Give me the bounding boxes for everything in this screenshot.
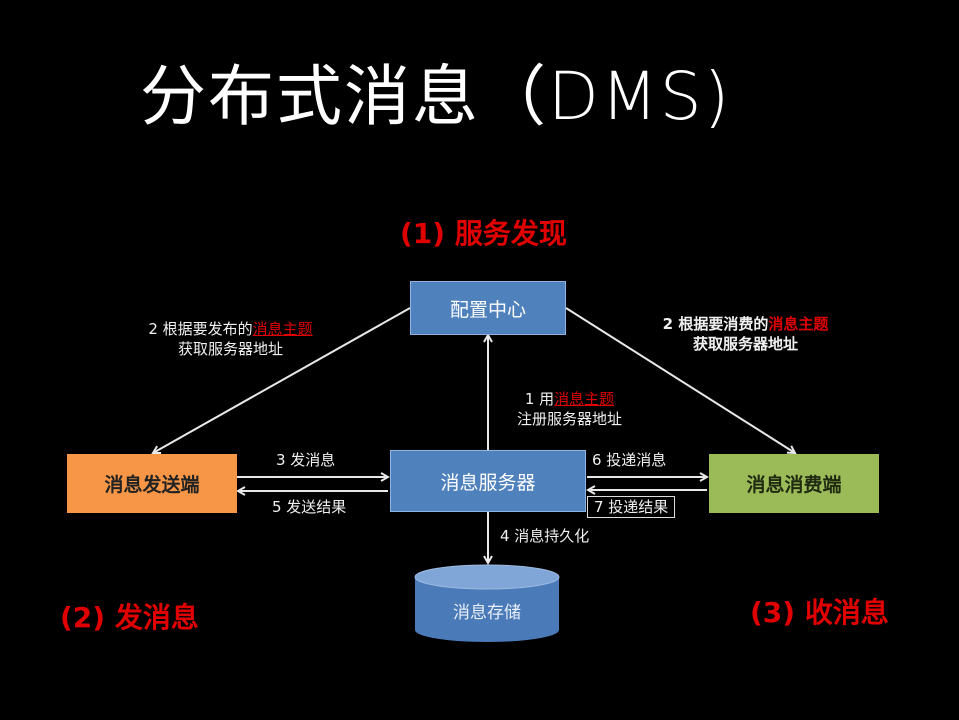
consumer-lookup-topic: 消息主题 [768,315,829,333]
node-storage-label: 消息存储 [453,602,521,623]
edge-label-producer-lookup: 2 根据要发布的消息主题 获取服务器地址 [128,319,333,359]
register-line2: 注册服务器地址 [516,410,622,428]
page-title: 分布式消息（DMS) [140,58,732,135]
edge-label-send: 3 发消息 [276,451,336,469]
producer-lookup-prefix: 2 根据要发布的 [148,320,253,338]
arrow-config-to-consumer [565,307,795,453]
node-message-server: 消息服务器 [390,450,586,512]
edge-label-send-result: 5 发送结果 [272,498,347,516]
section-receive-message: (3) 收消息 [750,596,889,629]
edge-label-persist: 4 消息持久化 [500,527,590,545]
edge-label-deliver-result: 7 投递结果 [587,496,676,518]
register-prefix: 1 用 [524,390,555,408]
edge-label-register: 1 用消息主题 注册服务器地址 [502,389,637,429]
section-send-message: (2) 发消息 [60,601,199,634]
edge-label-consumer-lookup: 2 根据要消费的消息主题 获取服务器地址 [643,314,848,354]
edge-label-deliver: 6 投递消息 [592,451,667,469]
node-config-center: 配置中心 [410,281,566,335]
storage-cylinder [414,564,560,642]
consumer-lookup-prefix: 2 根据要消费的 [662,315,769,333]
consumer-lookup-line2: 获取服务器地址 [692,335,798,353]
node-producer-label: 消息发送端 [104,474,200,496]
node-message-server-label: 消息服务器 [440,471,536,494]
node-config-center-label: 配置中心 [449,298,526,321]
register-topic: 消息主题 [554,390,615,408]
producer-lookup-line2: 获取服务器地址 [177,340,283,358]
arrow-config-to-producer [153,307,411,453]
node-producer: 消息发送端 [67,454,237,513]
section-service-discovery: (1) 服务发现 [400,217,567,250]
node-consumer: 消息消费端 [709,454,879,513]
node-consumer-label: 消息消费端 [746,474,842,496]
node-storage: 消息存储 [415,590,559,630]
producer-lookup-topic: 消息主题 [252,320,313,338]
